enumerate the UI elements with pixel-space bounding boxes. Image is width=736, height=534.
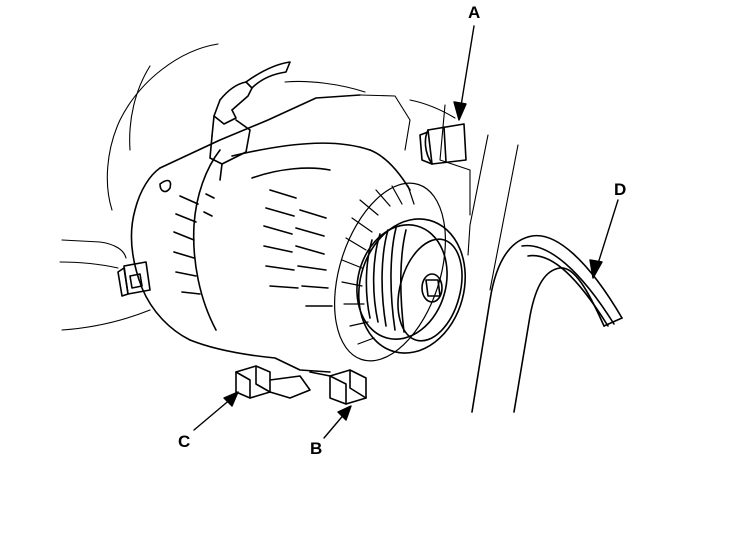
- bolt-a: [420, 124, 466, 164]
- alternator-body: [131, 95, 410, 372]
- arrow-d: [596, 200, 618, 270]
- drive-belt: [472, 236, 622, 412]
- label-a: A: [468, 3, 481, 22]
- arrow-c: [194, 398, 232, 430]
- bolt-c: [236, 366, 310, 398]
- cooling-fan: [314, 169, 466, 375]
- engine-background: [60, 44, 518, 330]
- leader-arrows: [194, 26, 618, 438]
- label-b: B: [310, 439, 323, 458]
- pivot-bolt: [118, 262, 150, 296]
- mount-bracket: [210, 62, 290, 180]
- bolt-b: [310, 370, 366, 404]
- arrow-a: [460, 26, 474, 112]
- label-c: C: [178, 432, 191, 451]
- label-d: D: [614, 180, 627, 199]
- pulley: [344, 207, 480, 365]
